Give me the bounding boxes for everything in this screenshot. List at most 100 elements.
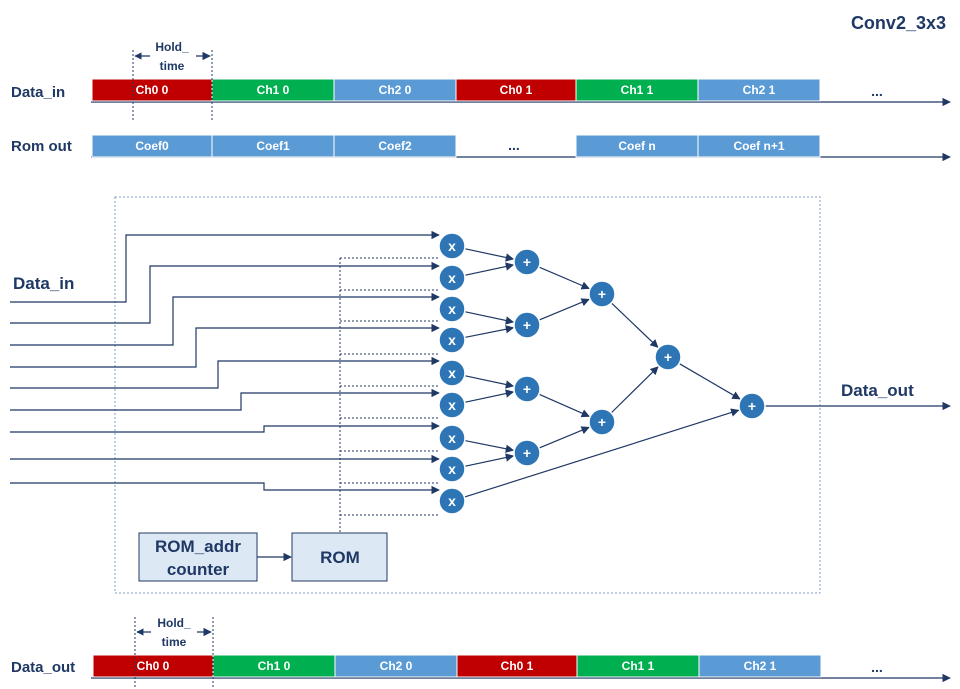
input-wire: [10, 292, 440, 346]
multiplier-node: [438, 359, 466, 387]
input-wire: [10, 482, 440, 495]
multiplier-node-symbol: x: [448, 365, 456, 381]
adder-node: [513, 375, 541, 403]
datapath-boundary: [114, 196, 821, 594]
rom-segment: [333, 134, 457, 158]
adder-node: [588, 280, 616, 308]
tree-edge: [610, 302, 659, 348]
bottom-hold-label-bg: [151, 624, 197, 640]
bottom-segment-label: Ch1 1: [622, 659, 655, 673]
bottom-segment: [698, 654, 822, 678]
multiplier-node: [438, 232, 466, 260]
rom-box: [291, 532, 388, 582]
top-hold-label-1: Hold_: [155, 40, 189, 54]
input-wire: [10, 356, 440, 389]
tree-edge: [464, 389, 515, 403]
top-segment: [697, 78, 821, 102]
rom-coef-bus: [339, 257, 440, 533]
multiplier-node-symbol: x: [448, 238, 456, 254]
rom-addr-counter-box: [138, 532, 258, 582]
bottom-timing-label: Data_out: [11, 659, 75, 676]
multiplier-node-symbol: x: [448, 270, 456, 286]
rom-timing-label: Rom out: [11, 138, 72, 155]
tree-edge: [678, 363, 741, 400]
input-wire: [10, 323, 440, 368]
bottom-segment-label: Ch0 1: [501, 659, 534, 673]
top-segment-label: Ch0 1: [500, 83, 533, 97]
tree-edge: [464, 375, 515, 389]
bottom-hold-label-2: time: [162, 635, 187, 649]
bottom-segment-label: Ch0 0: [137, 659, 170, 673]
top-ellipsis: ...: [871, 83, 883, 99]
bottom-segment-label: Ch2 1: [744, 659, 777, 673]
input-wires: [10, 230, 440, 495]
adder-node-symbol: +: [598, 286, 606, 302]
multiplier-node: [438, 424, 466, 452]
final-adder-node-symbol: +: [748, 398, 756, 414]
adder-node: [588, 408, 616, 436]
tree-edge: [464, 262, 515, 276]
adder-node: [513, 248, 541, 276]
rom-addr-line2: counter: [167, 560, 230, 579]
multiplier-node: [438, 391, 466, 419]
multiplier-node: [438, 455, 466, 483]
rom-segment-label: Coef2: [378, 139, 412, 153]
multiplier-node-symbol: x: [448, 301, 456, 317]
top-segment-label: Ch0 0: [136, 83, 169, 97]
tree-edge: [538, 393, 590, 418]
multiplier-node: [438, 326, 466, 354]
tree-edge: [464, 311, 515, 325]
tree-edge: [464, 453, 515, 467]
tree-edge: [464, 408, 740, 498]
tree-edge: [538, 426, 590, 449]
multiplier-node-symbol: x: [448, 430, 456, 446]
top-segment-label: Ch1 1: [621, 83, 654, 97]
multiplier-node: [438, 295, 466, 323]
tree-edge: [538, 298, 590, 321]
datapath-output-label: Data_out: [841, 381, 914, 400]
bottom-segment-label: Ch1 0: [258, 659, 291, 673]
datapath-input-label: Data_in: [13, 274, 74, 293]
diagram-title: Conv2_3x3: [851, 13, 946, 33]
tree-edge: [464, 439, 515, 453]
adder-node-symbol: +: [664, 349, 672, 365]
adder-node-symbol: +: [523, 254, 531, 270]
adder-node: [654, 343, 682, 371]
final-adder-node: [738, 392, 766, 420]
tree-edge: [538, 266, 590, 290]
adder-node: [513, 311, 541, 339]
multiplier-node-symbol: x: [448, 397, 456, 413]
rom-ellipsis: ...: [508, 137, 520, 153]
rom-segment-label: Coef n: [618, 139, 655, 153]
input-wire: [10, 421, 440, 433]
top-segment-label: Ch2 0: [379, 83, 412, 97]
tree-edge: [464, 248, 515, 262]
multiplier-node-symbol: x: [448, 332, 456, 348]
tree-edge: [610, 366, 659, 414]
top-segment-label: Ch1 0: [257, 83, 290, 97]
rom-segment-label: Coef0: [135, 139, 169, 153]
rom-segment-label: Coef n+1: [733, 139, 784, 153]
input-wire: [10, 261, 440, 324]
multiplier-node: [438, 264, 466, 292]
adder-node-symbol: +: [598, 414, 606, 430]
rom-addr-line1: ROM_addr: [155, 537, 241, 556]
rom-segment: [697, 134, 821, 158]
input-wire: [10, 230, 440, 303]
bottom-ellipsis: ...: [871, 659, 883, 675]
adder-node-symbol: +: [523, 381, 531, 397]
bottom-hold-label-1: Hold_: [157, 616, 191, 630]
rom-label: ROM: [320, 548, 360, 567]
tree-edge: [464, 325, 515, 339]
adder-node: [513, 439, 541, 467]
top-timing-label: Data_in: [11, 84, 65, 101]
